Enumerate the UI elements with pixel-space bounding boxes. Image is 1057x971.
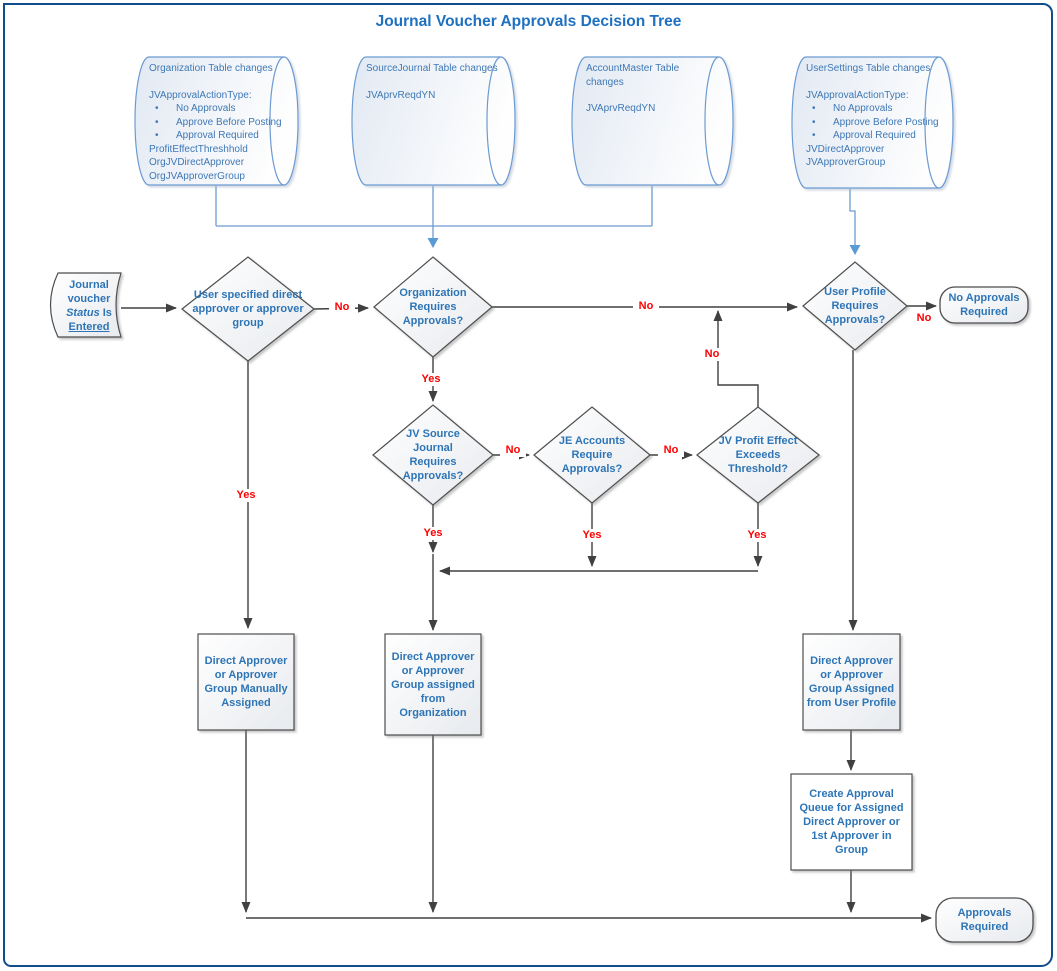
process-create-queue: Create Approval Queue for Assigned Direc… <box>799 788 904 856</box>
process-assigned-profile-shape <box>802 633 901 731</box>
process-manually-assigned-shape <box>197 633 295 731</box>
edge-label-no: No <box>500 444 526 457</box>
terminator-approvals-shape <box>935 897 1034 943</box>
decision-je-accounts-shape <box>533 406 651 504</box>
edge-label-no: No <box>658 444 684 457</box>
datastore-bullet: Approval Required <box>806 129 948 143</box>
start-shape <box>49 272 122 338</box>
edge-label-yes: Yes <box>233 489 259 502</box>
decision-org-requires-shape <box>373 256 493 358</box>
datastore-connector-left-group <box>215 186 653 227</box>
edge-label-no: No <box>329 301 355 314</box>
start-line: Entered <box>68 321 110 333</box>
datastore-title: UserSettings Table changes <box>806 63 931 74</box>
process-assigned-org: Direct Approver or Approver Group assign… <box>391 650 475 719</box>
decision-jv-profit-shape <box>696 406 820 504</box>
datastore-title: AccountMaster Table changes <box>586 63 680 88</box>
decision-org-requires: Organization Requires Approvals? <box>399 287 467 327</box>
terminator-no-approvals-shape <box>939 286 1029 324</box>
decision-jv-source: JV Source Journal Requires Approvals? <box>402 428 464 482</box>
decision-user-specified: User specified direct approver or approv… <box>192 289 304 329</box>
datastore-title: Organization Table changes <box>149 63 273 74</box>
datastore-accountmaster-text: AccountMaster Table changes JVAprvReqdYN <box>586 62 694 116</box>
start-journal-voucher: Journal voucher Status Is Entered <box>52 275 126 337</box>
decision-jv-profit: JV Profit Effect Exceeds Threshold? <box>718 435 798 475</box>
decision-user-specified-shape <box>181 256 315 362</box>
datastore-field: OrgJVDirectApprover <box>149 157 245 168</box>
datastore-field: JVAprvReqdYN <box>366 89 436 101</box>
edge-label-yes: Yes <box>579 529 605 542</box>
datastore-field-header: JVApprovalActionType: <box>149 89 252 101</box>
edge-label-yes: Yes <box>744 529 770 542</box>
process-create-queue-shape <box>790 773 913 871</box>
datastore-sourcejournal-cap <box>486 56 502 186</box>
datastore-field: JVApproverGroup <box>806 157 886 168</box>
datastore-usersettings-text: UserSettings Table changes JVApprovalAct… <box>806 62 948 170</box>
decision-jv-source-shape <box>372 404 494 506</box>
datastore-organization-text: Organization Table changes JVApprovalAct… <box>149 62 295 183</box>
edge-label-no: No <box>916 312 932 324</box>
datastore-field: JVAprvReqdYN <box>586 103 656 114</box>
decision-je-accounts: JE Accounts Require Approvals? <box>558 435 626 475</box>
datastore-field: JVDirectApprover <box>806 143 885 155</box>
page-border <box>3 3 1053 967</box>
start-line: Status Is <box>66 307 112 319</box>
datastore-bullet: Approve Before Posting <box>806 116 948 130</box>
datastore-sourcejournal-text: SourceJournal Table changes JVAprvReqdYN <box>366 62 506 102</box>
edge-label-no: No <box>699 348 725 361</box>
start-line: Journal <box>69 279 109 291</box>
edge-label-no: No <box>633 300 659 313</box>
terminator-no-approvals: No Approvals Required <box>948 292 1020 318</box>
edge-label-yes: Yes <box>418 373 444 386</box>
datastore-bullet: No Approvals <box>149 102 295 116</box>
diagram-title: Journal Voucher Approvals Decision Tree <box>375 13 682 30</box>
datastore-connector-to-profile-decision <box>849 189 861 255</box>
datastore-title: SourceJournal Table changes <box>366 63 498 74</box>
edge-label-yes: Yes <box>420 527 446 540</box>
datastore-field-header: JVApprovalActionType: <box>806 89 909 101</box>
datastore-accountmaster-cap <box>704 56 720 186</box>
datastore-field: OrgJVApproverGroup <box>149 170 245 182</box>
datastore-bullet: Approve Before Posting <box>149 116 295 130</box>
process-manually-assigned: Direct Approver or Approver Group Manual… <box>204 655 288 709</box>
decision-user-profile: User Profile Requires Approvals? <box>824 286 886 326</box>
datastore-field: ProfitEffectThreshhold <box>149 143 248 155</box>
start-line: voucher <box>67 293 111 305</box>
terminator-approvals: Approvals Required <box>957 907 1012 933</box>
datastore-bullet: No Approvals <box>806 102 948 116</box>
process-assigned-profile: Direct Approver or Approver Group Assign… <box>806 655 897 709</box>
datastore-bullet: Approval Required <box>149 129 295 143</box>
process-assigned-org-shape <box>384 633 482 736</box>
decision-user-profile-shape <box>802 261 908 351</box>
